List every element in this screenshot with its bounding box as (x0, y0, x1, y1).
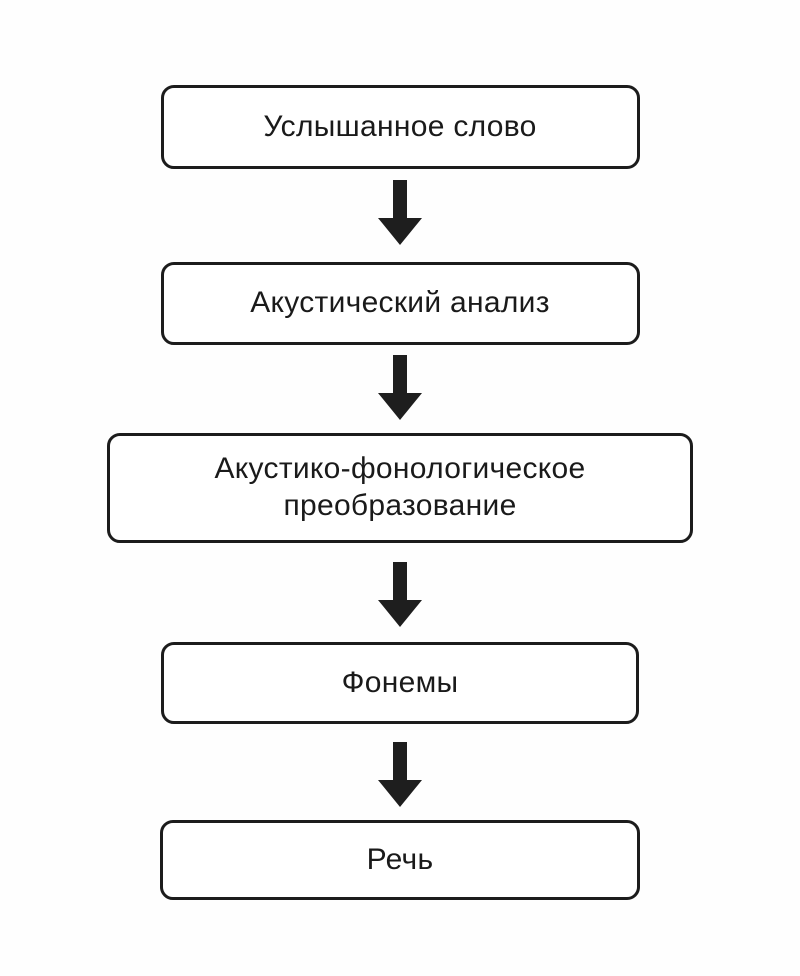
down-arrow-icon (378, 562, 422, 627)
node-acoustic-analysis: Акустический анализ (160, 262, 640, 345)
node-speech: Речь (160, 820, 640, 900)
down-arrow-icon (378, 180, 422, 245)
down-arrow-icon (378, 742, 422, 807)
node-acoustic-phonological-transformation: Акустико-фонологическое преобразование (107, 433, 693, 543)
arrow-head (378, 600, 422, 627)
arrow-head (378, 780, 422, 807)
down-arrow-icon (378, 355, 422, 420)
arrow-stem (393, 742, 407, 780)
arrow-stem (393, 180, 407, 218)
arrow-head (378, 218, 422, 245)
arrow-head (378, 393, 422, 420)
arrow-stem (393, 562, 407, 600)
arrow-stem (393, 355, 407, 393)
node-heard-word: Услышанное слово (160, 85, 640, 169)
node-phonemes: Фонемы (161, 642, 639, 724)
